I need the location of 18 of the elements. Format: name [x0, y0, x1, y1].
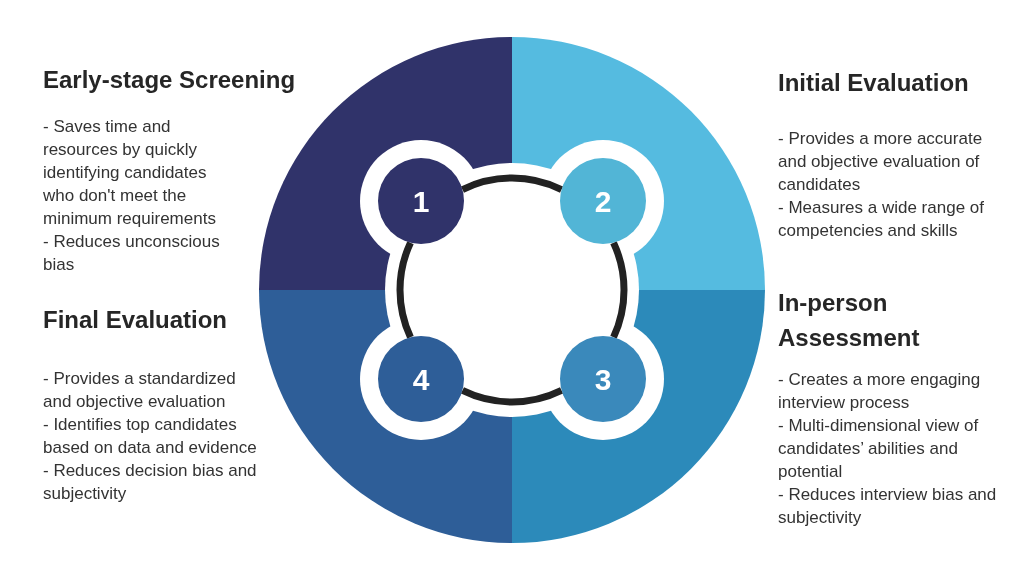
ring-connector [396, 241, 414, 339]
ring-connector [461, 174, 563, 193]
bullet-text: - Saves time and resources by quickly identifying candidates who don't meet the minimum requirements [43, 116, 217, 230]
bullet-text: - Multi-dimensional view of candidates’ abilities and potential [778, 415, 980, 483]
ring-connector [610, 241, 628, 339]
bullet-text: - Measures a wide range of competencies and skills [778, 197, 985, 242]
bullet-text: - Reduces interview bias and subjectivity [778, 484, 998, 529]
ring-connector [461, 387, 563, 406]
section-heading: Initial Evaluation [778, 68, 970, 98]
bullet-text: - Reduces unconscious bias [43, 231, 221, 276]
bullet-text: - Reduces decision bias and subjectivity [43, 460, 258, 505]
bullet-text: - Provides a standardized and objective evaluation [43, 368, 237, 413]
bullet-text: - Provides a more accurate and objective evaluation of candidates [778, 128, 984, 196]
section-heading: Early-stage Screening [43, 65, 297, 95]
bullet-text: - Identifies top candidates based on data and evidence [43, 414, 258, 459]
section-heading: In-person Assessment [778, 288, 921, 353]
bullet-text: - Creates a more engaging interview process [778, 369, 982, 414]
section-heading: Final Evaluation [43, 305, 229, 335]
